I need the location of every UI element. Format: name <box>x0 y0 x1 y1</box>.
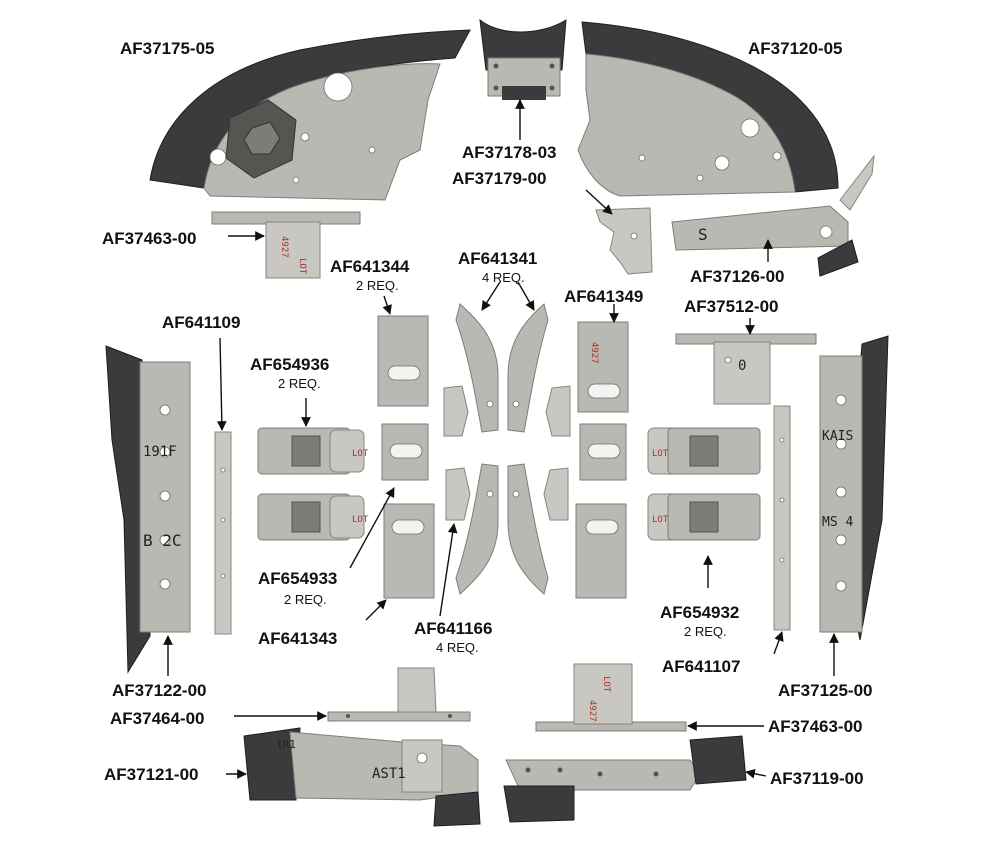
marking-right-1: KAIS <box>822 429 853 444</box>
part-af654936-a: LOT <box>257 427 369 475</box>
label-af641343: AF641343 <box>258 629 337 648</box>
marking-left-2: B 2C <box>143 531 182 550</box>
part-af641109 <box>214 431 232 635</box>
qty-af654932: 2 REQ. <box>684 624 727 639</box>
svg-text:LOT: LOT <box>601 676 611 693</box>
svg-text:LOT: LOT <box>652 515 669 525</box>
label-af641166: AF641166 <box>414 619 492 638</box>
label-af37121-00: AF37121-00 <box>104 765 199 784</box>
label-af37175-05: AF37175-05 <box>120 39 215 58</box>
svg-text:4927: 4927 <box>587 700 597 722</box>
leader-lines <box>163 99 839 779</box>
part-af641341 <box>455 303 549 595</box>
label-af37126-00: AF37126-00 <box>690 267 785 286</box>
qty-af641166: 4 REQ. <box>436 640 479 655</box>
svg-text:0: 0 <box>738 358 746 374</box>
marking-bottom-left-2: 1R1 <box>276 738 296 751</box>
svg-text:4927: 4927 <box>279 236 289 258</box>
part-af654936-b: LOT <box>257 493 369 541</box>
part-af37178-03 <box>479 18 567 100</box>
marking-bottom-left: AST1 <box>372 766 406 782</box>
label-af641341: AF641341 <box>458 249 537 268</box>
label-af641349: AF641349 <box>564 287 643 306</box>
label-af37512-00: AF37512-00 <box>684 297 779 316</box>
part-af37175-05 <box>149 29 471 201</box>
svg-text:4927: 4927 <box>589 342 599 364</box>
qty-af641344: 2 REQ. <box>356 278 399 293</box>
part-af641344-b <box>381 423 429 481</box>
label-af37463-00-top: AF37463-00 <box>102 229 197 248</box>
label-af37179-00: AF37179-00 <box>452 169 547 188</box>
part-af37125-00: KAIS MS 4 <box>819 335 889 641</box>
part-af641343 <box>383 503 435 599</box>
label-af37120-05: AF37120-05 <box>748 39 843 58</box>
part-af37120-05 <box>577 21 839 197</box>
part-af641349: 4927 <box>577 321 629 413</box>
label-af37122-00: AF37122-00 <box>112 681 207 700</box>
qty-af654936: 2 REQ. <box>278 376 321 391</box>
part-af641349-c <box>575 503 627 599</box>
svg-text:LOT: LOT <box>352 515 369 525</box>
qty-af654933: 2 REQ. <box>284 592 327 607</box>
part-af654932-a: LOT <box>647 427 761 475</box>
label-af654936: AF654936 <box>250 355 329 374</box>
part-af37122-00: 191F B 2C <box>105 345 191 674</box>
labels: AF37175-05 AF37120-05 AF37178-03 AF37179… <box>102 39 873 788</box>
svg-text:LOT: LOT <box>652 449 669 459</box>
marking-bracket: S <box>698 225 708 244</box>
svg-text:LOT: LOT <box>297 258 307 275</box>
part-af37464-00 <box>327 667 471 722</box>
part-af641166 <box>443 385 571 521</box>
label-af37463-00-bottom: AF37463-00 <box>768 717 863 736</box>
label-af641109: AF641109 <box>162 313 240 332</box>
part-af37119-00 <box>503 735 747 823</box>
label-af37178-03: AF37178-03 <box>462 143 557 162</box>
part-af641349-b <box>579 423 627 481</box>
part-af37512-00: 0 <box>675 333 817 405</box>
part-af37179-00 <box>595 207 653 275</box>
svg-text:LOT: LOT <box>352 449 369 459</box>
label-af641107: AF641107 <box>662 657 740 676</box>
label-af37125-00: AF37125-00 <box>778 681 873 700</box>
part-af641344 <box>377 315 429 407</box>
label-af641344: AF641344 <box>330 257 410 276</box>
marking-right-2: MS 4 <box>822 515 853 530</box>
part-af37121-00: AST1 1R1 <box>243 727 481 827</box>
label-af654933: AF654933 <box>258 569 337 588</box>
label-af654932: AF654932 <box>660 603 739 622</box>
qty-af641341: 4 REQ. <box>482 270 525 285</box>
part-af641107 <box>773 405 791 631</box>
marking-left-1: 191F <box>143 444 177 460</box>
part-af37126-00: S <box>671 154 875 277</box>
part-af654932-b: LOT <box>647 493 761 541</box>
label-af37464-00: AF37464-00 <box>110 709 205 728</box>
label-af37119-00: AF37119-00 <box>770 769 864 788</box>
part-af37463-00-bottom: LOT 4927 <box>535 663 687 732</box>
part-af37463-00-top: 4927 LOT <box>211 211 361 279</box>
